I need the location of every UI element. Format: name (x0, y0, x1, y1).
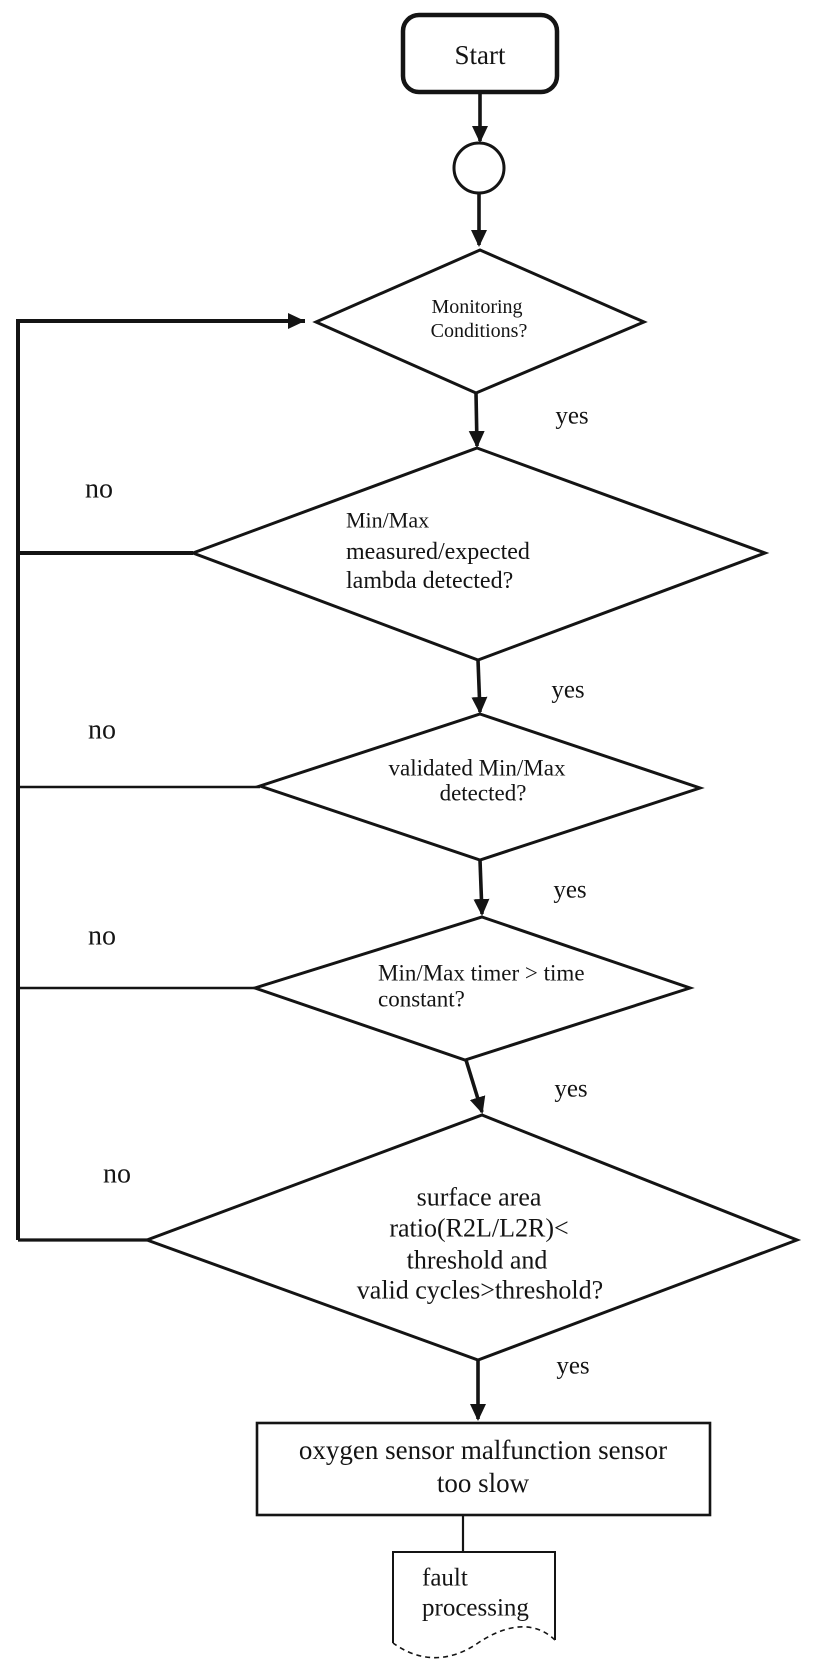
decision-monitoring-line2: Conditions? (431, 320, 528, 342)
document-fault-processing: fault processing (392, 1551, 556, 1659)
decision-minmax-lambda: Min/Max measured/expected lambda detecte… (188, 446, 770, 662)
decision-surface-ratio-line2: ratio(R2L/L2R)< (389, 1214, 568, 1243)
no-label-2: no (88, 715, 116, 746)
arrow-lambda-to-validated (471, 659, 488, 714)
no-labels: no no no no (85, 474, 131, 1190)
decision-monitoring-line1: Monitoring (431, 296, 522, 318)
decision-minmax-lambda-line3: lambda detected? (346, 568, 513, 594)
process-malfunction-line1: oxygen sensor malfunction sensor (299, 1435, 667, 1465)
decision-minmax-timer: Min/Max timer > time constant? (250, 915, 695, 1062)
decision-validated-minmax-line1: validated Min/Max (389, 756, 566, 781)
document-fault-line2: processing (422, 1595, 529, 1622)
no-return-line (16, 319, 305, 1240)
yes-label-1: yes (555, 403, 588, 430)
decision-minmax-lambda-shape (188, 446, 770, 662)
yes-label-3: yes (553, 877, 586, 904)
start-node: Start (400, 12, 560, 95)
decision-surface-ratio-line1: surface area (417, 1183, 542, 1212)
document-fault-line1: fault (422, 1565, 468, 1592)
decision-minmax-lambda-line2: measured/expected (346, 539, 530, 565)
arrow-monitoring-to-lambda (468, 392, 485, 448)
process-malfunction-result: oxygen sensor malfunction sensor too slo… (255, 1421, 712, 1517)
decision-surface-ratio-line3: threshold and (407, 1246, 548, 1275)
decision-surface-ratio: surface area ratio(R2L/L2R)< threshold a… (142, 1113, 802, 1362)
decision-monitoring-shape (312, 248, 648, 395)
decision-validated-minmax: validated Min/Max detected? (255, 712, 705, 862)
start-label: Start (455, 40, 506, 70)
no-label-4: no (103, 1159, 131, 1190)
process-malfunction-shape (255, 1421, 712, 1517)
decision-minmax-timer-line1: Min/Max timer > time (378, 961, 585, 986)
yes-label-5: yes (556, 1353, 589, 1380)
no-label-3: no (88, 921, 116, 952)
decision-minmax-lambda-line1: Min/Max (346, 508, 429, 533)
yes-label-2: yes (551, 677, 584, 704)
decision-validated-minmax-shape (255, 712, 705, 862)
decision-validated-minmax-line2: detected? (440, 781, 527, 806)
yes-labels: yes yes yes yes yes (551, 403, 589, 1380)
no-label-1: no (85, 474, 113, 505)
decision-minmax-timer-line2: constant? (378, 987, 465, 1012)
connector-circle (452, 141, 506, 195)
decision-minmax-timer-shape (250, 915, 695, 1062)
flow-connectors (461, 92, 490, 1552)
arrow-timer-to-surface (464, 1059, 486, 1114)
process-malfunction-line2: too slow (437, 1468, 530, 1498)
start-shape (400, 12, 560, 95)
document-fault-sides (392, 1551, 556, 1643)
arrow-validated-to-timer (473, 859, 490, 916)
yes-label-4: yes (554, 1076, 587, 1103)
decision-surface-ratio-line4: valid cycles>threshold? (357, 1276, 603, 1305)
decision-monitoring-conditions: Monitoring Conditions? (312, 248, 648, 395)
no-return-path (16, 313, 305, 1242)
document-fault-wave-edge (392, 1626, 556, 1659)
decision-surface-ratio-shape (142, 1113, 802, 1362)
